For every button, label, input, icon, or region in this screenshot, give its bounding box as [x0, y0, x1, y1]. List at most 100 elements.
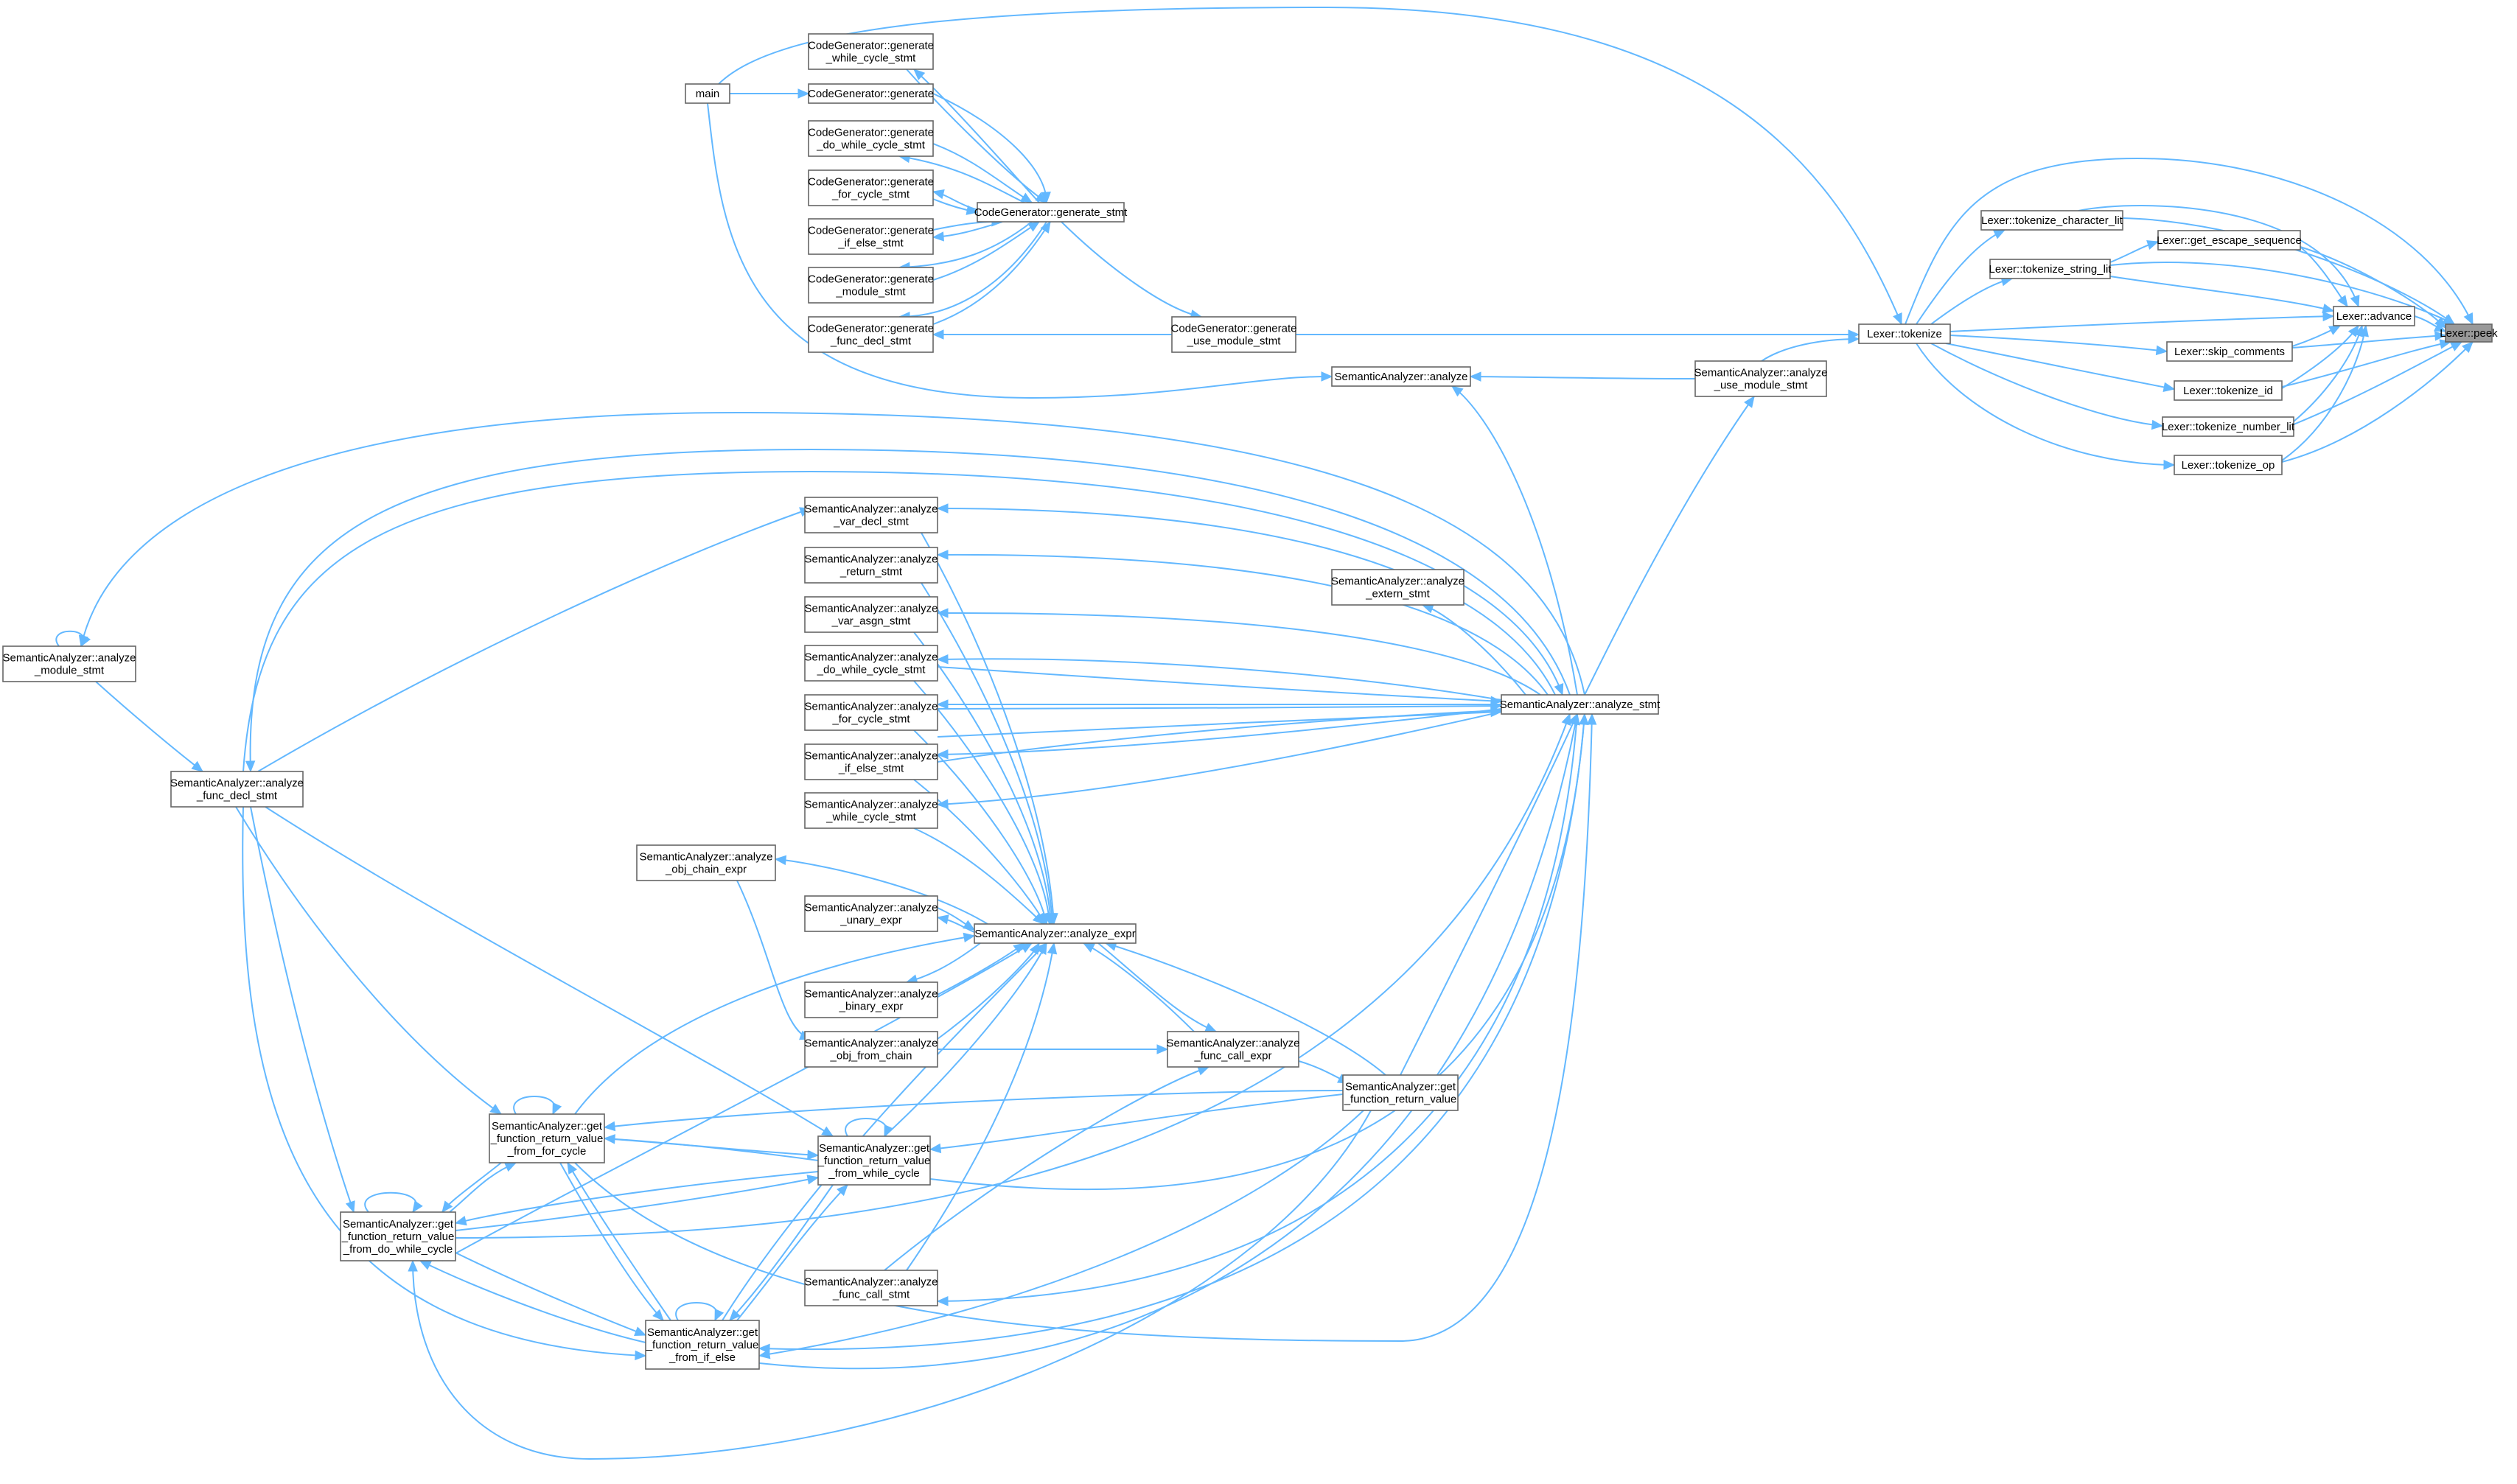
edge-sa_expr-to-sa_unary — [936, 914, 975, 933]
node-label: CodeGenerator::generate — [1171, 323, 1297, 335]
node-box — [804, 497, 938, 533]
node-label: Lexer::tokenize_string_lit — [1989, 263, 2112, 276]
node-gen-while[interactable]: CodeGenerator::generate_while_cycle_stmt — [808, 33, 934, 70]
node-sa-extern[interactable]: SemanticAnalyzer::analyze_extern_stmt — [1331, 569, 1465, 606]
node-label: _for_cycle_stmt — [831, 713, 910, 726]
edge-gen_stmt-to-gen_while — [913, 69, 1040, 203]
node-gen-stmt[interactable]: CodeGenerator::generate_stmt — [974, 202, 1128, 223]
edge-advance-to-peek — [2414, 315, 2447, 332]
node-tok-id[interactable]: Lexer::tokenize_id — [2174, 380, 2283, 401]
node-tok-op[interactable]: Lexer::tokenize_op — [2174, 455, 2283, 475]
node-box — [2174, 380, 2283, 401]
node-advance[interactable]: Lexer::advance — [2333, 306, 2415, 326]
node-label: _function_return_value — [817, 1155, 931, 1167]
node-sa-funccall-stmt[interactable]: SemanticAnalyzer::analyze_func_call_stmt — [804, 1270, 938, 1306]
node-label: _from_for_cycle — [507, 1145, 587, 1158]
node-sa-unary[interactable]: SemanticAnalyzer::analyze_unary_expr — [804, 895, 938, 932]
node-box — [1167, 1031, 1299, 1068]
node-sa-funccall-expr[interactable]: SemanticAnalyzer::analyze_func_call_expr — [1167, 1031, 1300, 1068]
edge-sa_stmt-to-sa_dowhile — [936, 654, 1502, 701]
edge-tokenize-to-advance — [1949, 311, 2335, 332]
node-label: _function_return_value — [490, 1133, 604, 1145]
node-sa-stmt[interactable]: SemanticAnalyzer::analyze_stmt — [1500, 694, 1661, 715]
node-main[interactable]: main — [685, 83, 730, 104]
edge-sa_funccall_expr-to-sa_expr — [1082, 942, 1195, 1032]
node-label: SemanticAnalyzer::analyze — [805, 553, 938, 566]
node-sa-expr[interactable]: SemanticAnalyzer::analyze_expr — [974, 923, 1137, 944]
edge-sa_module-to-sa_module — [55, 630, 91, 648]
node-gen-for[interactable]: CodeGenerator::generate_for_cycle_stmt — [808, 169, 934, 206]
node-label: _from_while_cycle — [828, 1167, 919, 1180]
node-tok-char[interactable]: Lexer::tokenize_character_lit — [1980, 210, 2123, 231]
node-sa-funcdecl[interactable]: SemanticAnalyzer::analyze_func_decl_stmt — [170, 771, 304, 808]
node-box — [1331, 569, 1465, 606]
edge-sa_funcdecl-to-sa_vardecl — [257, 507, 812, 772]
node-label: Lexer::skip_comments — [2174, 346, 2285, 358]
node-sa-return[interactable]: SemanticAnalyzer::analyze_return_stmt — [804, 547, 938, 584]
node-label: _obj_chain_expr — [665, 864, 747, 876]
node-sa-dowhile[interactable]: SemanticAnalyzer::analyze_do_while_cycle… — [804, 645, 938, 682]
node-label: _do_while_cycle_stmt — [817, 664, 926, 676]
edge-sa_use-to-tokenize — [1761, 334, 1860, 362]
node-gen-module[interactable]: CodeGenerator::generate_module_stmt — [808, 267, 934, 304]
edge-gen_dowhile-to-gen_stmt — [932, 143, 1033, 203]
edge-sa_getret_for-to-sa_getret_dowhile — [441, 1162, 502, 1214]
node-label: main — [696, 88, 720, 100]
node-gen-funcdecl[interactable]: CodeGenerator::generate_func_decl_stmt — [808, 316, 934, 353]
edge-sa_objchain-to-sa_objfrom — [736, 880, 812, 1040]
node-label: SemanticAnalyzer::analyze — [1694, 367, 1828, 379]
node-box — [808, 316, 934, 353]
node-gen[interactable]: CodeGenerator::generate — [808, 83, 934, 104]
edge-sa_getret_for-to-sa_getret_for — [513, 1096, 562, 1116]
node-box — [804, 645, 938, 682]
edge-tokenize-to-tok_str — [1930, 276, 2014, 325]
node-label: _func_call_expr — [1193, 1050, 1271, 1063]
node-gen-dowhile[interactable]: CodeGenerator::generate_do_while_cycle_s… — [808, 120, 934, 157]
node-sa-getret[interactable]: SemanticAnalyzer::get_function_return_va… — [1342, 1074, 1459, 1111]
node-sa-getret-ifelse[interactable]: SemanticAnalyzer::get_function_return_va… — [645, 1320, 760, 1370]
node-label: CodeGenerator::generate_stmt — [974, 206, 1128, 219]
edge-sa_getret-to-sa_getret_dowhile — [408, 1110, 1372, 1460]
node-sa-for[interactable]: SemanticAnalyzer::analyze_for_cycle_stmt — [804, 694, 938, 731]
edge-sa_getret_dowhile-to-sa_getret_while — [455, 1175, 820, 1231]
node-sa-getret-while[interactable]: SemanticAnalyzer::get_function_return_va… — [817, 1135, 931, 1186]
edge-gen_stmt-to-gen_use — [1061, 221, 1203, 320]
node-esc[interactable]: Lexer::get_escape_sequence — [2157, 230, 2302, 251]
node-gen-use[interactable]: CodeGenerator::generate_use_module_stmt — [1171, 316, 1297, 353]
edge-sa_getret-to-sa_getret_while — [929, 1093, 1344, 1154]
node-tok-num[interactable]: Lexer::tokenize_number_lit — [2162, 416, 2295, 437]
edge-tok_num-to-peek — [2293, 341, 2463, 425]
node-gen-ifelse[interactable]: CodeGenerator::generate_if_else_stmt — [808, 218, 934, 255]
edge-sa_while-to-sa_expr — [913, 827, 1044, 925]
node-sa-getret-dowhile[interactable]: SemanticAnalyzer::get_function_return_va… — [340, 1211, 456, 1261]
node-label: SemanticAnalyzer::analyze — [1331, 575, 1465, 588]
edge-tok_str-to-advance — [2109, 276, 2335, 314]
node-sa-module[interactable]: SemanticAnalyzer::analyze_module_stmt — [2, 645, 136, 682]
call-edges — [55, 6, 2474, 1460]
node-sa-ifelse[interactable]: SemanticAnalyzer::analyze_if_else_stmt — [804, 743, 938, 780]
node-tokenize[interactable]: Lexer::tokenize — [1858, 323, 1951, 344]
node-box — [808, 169, 934, 206]
edge-sa_funccall_expr-to-sa_getret — [1298, 1060, 1350, 1084]
node-sa-while[interactable]: SemanticAnalyzer::analyze_while_cycle_st… — [804, 792, 938, 829]
node-sa-objchain[interactable]: SemanticAnalyzer::analyze_obj_chain_expr — [636, 844, 776, 881]
node-label: _module_stmt — [835, 286, 906, 298]
node-skip-comments[interactable]: Lexer::skip_comments — [2166, 341, 2293, 362]
node-sa-vardecl[interactable]: SemanticAnalyzer::analyze_var_decl_stmt — [804, 497, 938, 533]
edge-sa_getret-to-sa_getret_for — [603, 1090, 1344, 1132]
node-label: _function_return_value — [1344, 1093, 1457, 1106]
node-label: SemanticAnalyzer::analyze — [640, 851, 773, 864]
node-label: _unary_expr — [839, 914, 901, 927]
node-sa-objfrom[interactable]: SemanticAnalyzer::analyze_obj_from_chain — [804, 1031, 938, 1068]
node-tok-str[interactable]: Lexer::tokenize_string_lit — [1989, 259, 2112, 279]
node-peek[interactable]: Lexer::peek — [2440, 323, 2498, 343]
node-label: _do_while_cycle_stmt — [816, 139, 926, 152]
edge-sa_unary-to-sa_expr — [937, 907, 976, 931]
node-label: _module_stmt — [34, 665, 105, 677]
node-sa-binary[interactable]: SemanticAnalyzer::analyze_binary_expr — [804, 981, 938, 1018]
node-sa-getret-for[interactable]: SemanticAnalyzer::get_function_return_va… — [489, 1113, 605, 1163]
node-sa-use[interactable]: SemanticAnalyzer::analyze_use_module_stm… — [1694, 360, 1828, 397]
node-sa-analyze[interactable]: SemanticAnalyzer::analyze — [1331, 366, 1471, 387]
edge-gen_for-to-gen_stmt — [932, 198, 979, 215]
node-sa-varasgn[interactable]: SemanticAnalyzer::analyze_var_asgn_stmt — [804, 596, 938, 633]
